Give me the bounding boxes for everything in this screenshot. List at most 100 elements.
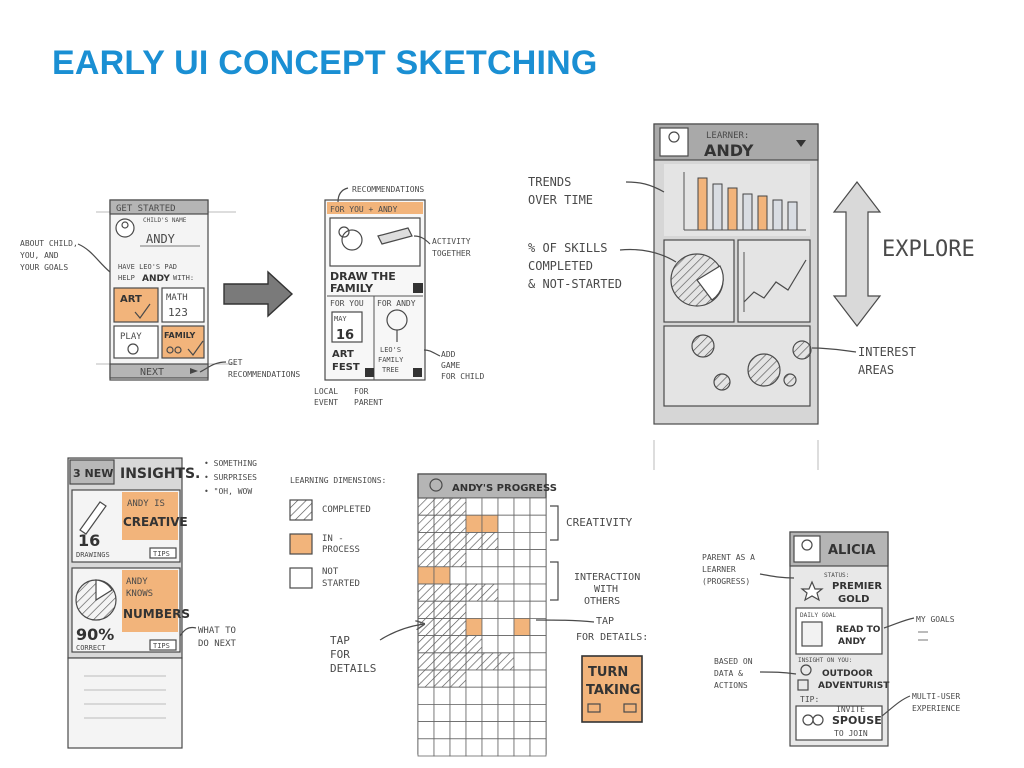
add-button[interactable] [413, 368, 422, 377]
annotation-line [535, 619, 595, 623]
grid-cell [417, 583, 435, 602]
grid-cell [465, 549, 483, 568]
trend-bar [772, 199, 783, 231]
tree-line2: FAMILY [378, 356, 404, 364]
sun-icon [800, 664, 812, 676]
card-control-icon [587, 703, 601, 713]
note-get-recommendations: GET RECOMMENDATIONS [228, 358, 300, 379]
crayon-icon [377, 227, 413, 245]
grid-cell [529, 652, 547, 671]
legend-completed: COMPLETED [322, 505, 371, 515]
card1-title-line2: CREATIVE [123, 515, 188, 529]
grid-cell [465, 600, 483, 619]
grid-cell [465, 532, 483, 551]
grid-cell [449, 652, 467, 671]
grid-cell [417, 618, 435, 637]
activity-illustration [329, 217, 421, 267]
family-icon [166, 346, 174, 354]
daily-goal-line1: READ TO [836, 625, 881, 635]
grid-cell [497, 514, 515, 533]
new-badge [69, 459, 115, 485]
star-icon [800, 580, 824, 602]
check-icon [187, 340, 204, 356]
tree-line3: TREE [382, 366, 399, 374]
invite-card[interactable] [795, 705, 883, 741]
phone-header-bar [109, 199, 209, 215]
grid-cell [481, 669, 499, 688]
note-trends: TRENDS OVER TIME [528, 175, 593, 207]
grid-cell[interactable] [513, 618, 531, 637]
grid-cell[interactable] [433, 566, 451, 585]
invite-line2: SPOUSE [832, 714, 882, 727]
grid-cell [513, 532, 531, 551]
card1-unit: DRAWINGS [76, 551, 110, 559]
grid-cell [465, 635, 483, 654]
flower-icon [341, 229, 363, 251]
tip-label: TIP: [800, 695, 819, 704]
grid-cell [481, 549, 499, 568]
tips-button[interactable] [149, 547, 177, 559]
grid-cell[interactable] [465, 514, 483, 533]
next-button[interactable] [109, 363, 209, 379]
calendar-day: 16 [336, 328, 354, 343]
grid-cell [497, 635, 515, 654]
dropdown-icon[interactable] [796, 140, 806, 147]
grid-cell [465, 686, 483, 705]
tile-art-button[interactable] [113, 287, 159, 323]
insight-line2: ADVENTURIST [818, 681, 890, 691]
grid-cell [417, 549, 435, 568]
grid-cell [417, 704, 435, 723]
annotation-line [759, 573, 795, 579]
avatar-icon [429, 478, 443, 492]
tile-math-label: MATH [166, 293, 188, 303]
learner-label: LEARNER: [706, 131, 749, 141]
grid-cell[interactable] [481, 514, 499, 533]
grid-cell [529, 549, 547, 568]
tile-play-label: PLAY [120, 332, 142, 342]
grid-cell [465, 583, 483, 602]
help-line-2-name: ANDY [142, 274, 170, 284]
daily-goal-line2: ANDY [838, 637, 866, 647]
grid-cell [481, 583, 499, 602]
grid-cell [497, 549, 515, 568]
interest-bubble [691, 334, 715, 358]
turn-taking-card[interactable] [581, 655, 643, 723]
grid-cell [449, 738, 467, 757]
profile-name: ALICIA [828, 543, 876, 558]
grid-cell[interactable] [417, 566, 435, 585]
help-line-2a: HELP [118, 274, 135, 282]
bracket [550, 505, 559, 541]
trend-bar [742, 193, 753, 231]
add-button[interactable] [365, 368, 374, 377]
grid-cell [465, 566, 483, 585]
grid-cell [417, 532, 435, 551]
trend-bar [787, 201, 798, 231]
grid-cell [417, 738, 435, 757]
note-what-to-do: WHAT TO DO NEXT [198, 626, 241, 649]
get-started-header: GET STARTED [116, 204, 176, 214]
legend-in-process: IN - PROCESS [322, 534, 360, 555]
phone-frame-lower [67, 657, 183, 749]
grid-cell[interactable] [465, 618, 483, 637]
grid-cell [497, 618, 515, 637]
book-icon [801, 621, 823, 647]
interest-bubble [792, 340, 812, 360]
pencil-icon [79, 501, 107, 535]
learner-name: ANDY [704, 141, 754, 160]
grid-cell [481, 652, 499, 671]
tile-math-sub: 123 [168, 306, 188, 319]
grid-cell [465, 738, 483, 757]
grid-cell [449, 635, 467, 654]
legend-not-started: NOT STARTED [322, 567, 360, 589]
trend-bar [757, 195, 768, 231]
grid-cell [513, 704, 531, 723]
grid-cell [481, 635, 499, 654]
add-button[interactable] [413, 283, 423, 293]
explore-label: EXPLORE [882, 237, 975, 262]
tips-button[interactable] [149, 639, 177, 651]
note-creativity: CREATIVITY [566, 516, 633, 529]
grid-cell [513, 497, 531, 516]
grid-cell [449, 514, 467, 533]
tile-math-button[interactable] [161, 287, 205, 323]
trend-bar [727, 187, 738, 231]
